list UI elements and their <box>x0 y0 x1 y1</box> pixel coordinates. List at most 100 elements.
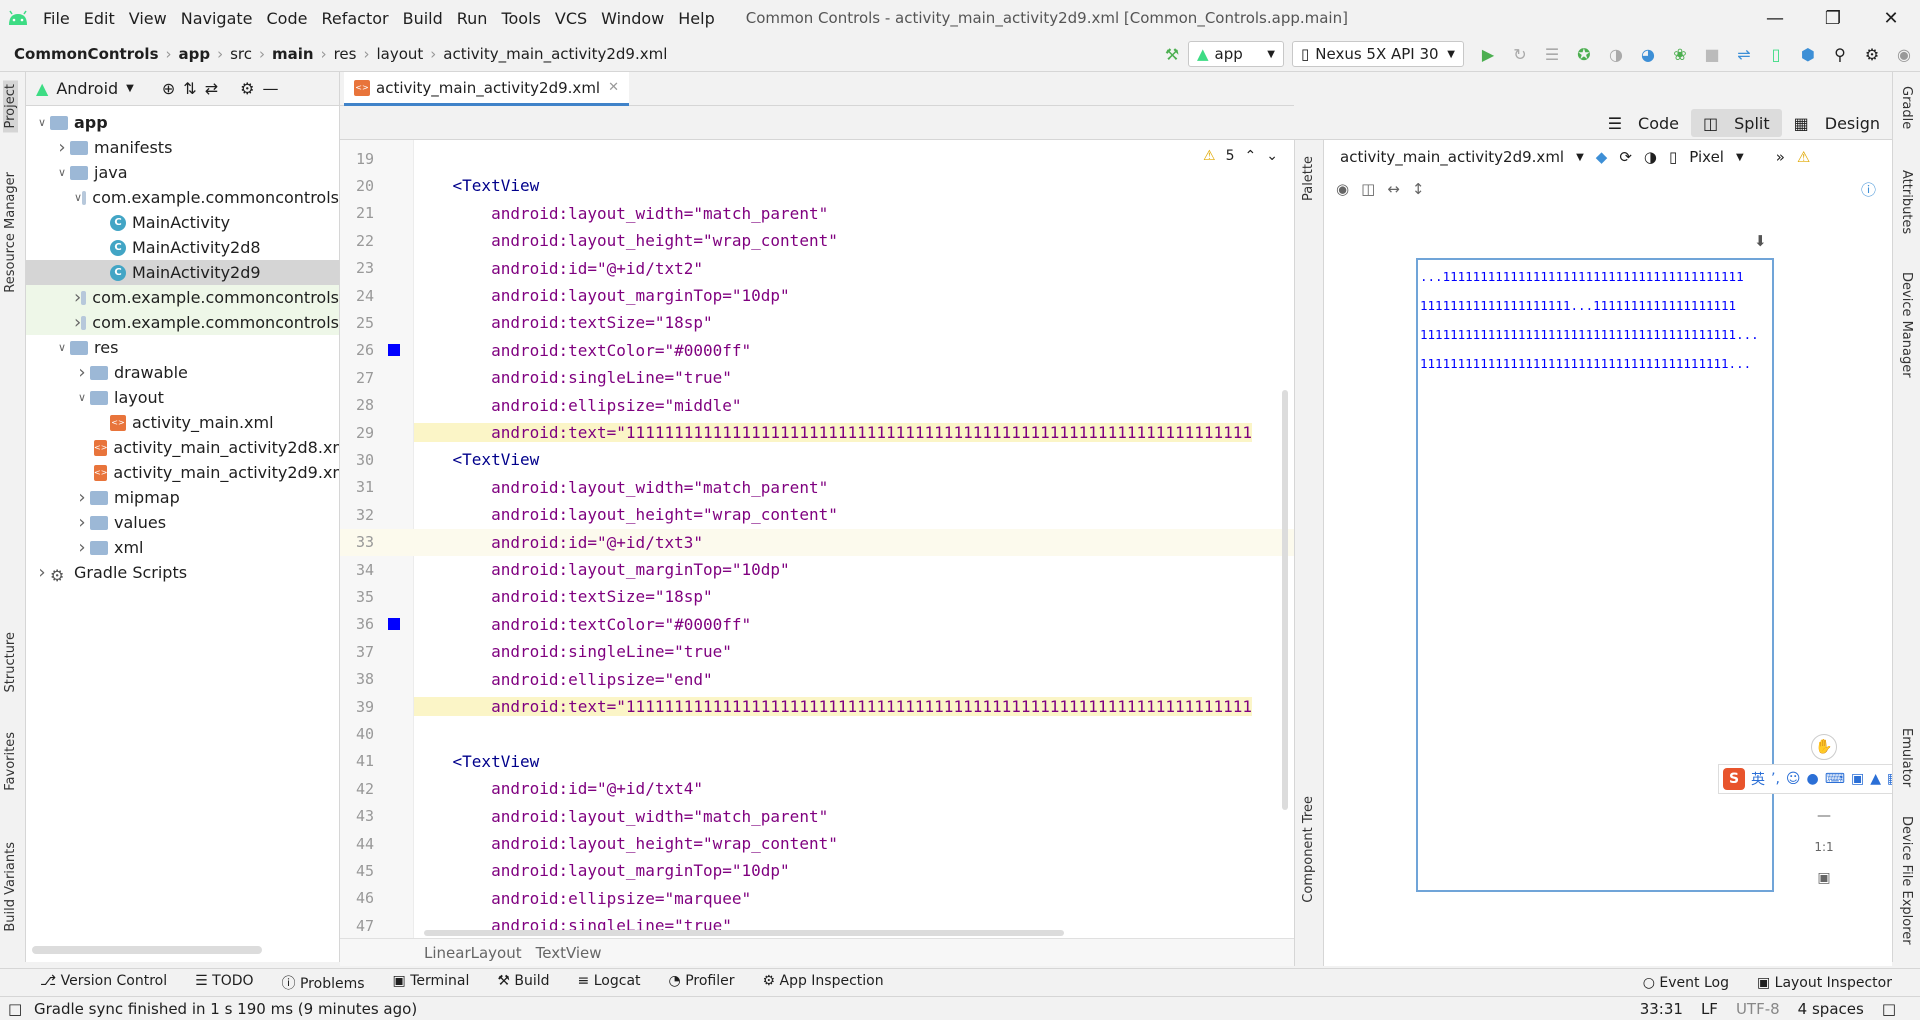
chevron-right-icon[interactable]: › <box>78 512 86 533</box>
chevron-right-icon[interactable]: › <box>78 487 86 508</box>
help-icon[interactable]: ⓘ <box>1860 180 1876 199</box>
tree-item[interactable]: ›xml <box>26 535 339 560</box>
stop-icon[interactable]: ■ <box>1704 44 1720 64</box>
run-config-select[interactable]: ▲ app ▼ <box>1188 41 1284 67</box>
code-line[interactable]: 28 android:ellipsize="middle" <box>340 392 1294 419</box>
pin-icon[interactable]: ⬇ <box>1754 232 1767 250</box>
bottom-tool-profiler[interactable]: ◔ Profiler <box>669 973 735 993</box>
sdk-manager-icon[interactable]: ⬢ <box>1801 44 1815 64</box>
menu-refactor[interactable]: Refactor <box>321 8 389 28</box>
tree-item[interactable]: ›com.example.commoncontrols <box>26 310 339 335</box>
layout-inspector-button[interactable]: ▣ Layout Inspector <box>1757 975 1892 991</box>
chevron-down-icon[interactable]: ▼ <box>126 83 134 94</box>
project-horizontal-scrollbar[interactable] <box>32 946 262 954</box>
chevron-down-icon[interactable]: ∨ <box>57 166 67 179</box>
chevron-down-icon[interactable]: ∨ <box>57 341 67 354</box>
chevron-right-icon[interactable]: › <box>78 362 86 383</box>
chevron-right-icon[interactable]: › <box>74 312 82 333</box>
locate-icon[interactable]: ⊕ <box>161 79 176 98</box>
collapse-all-icon[interactable]: ⇄ <box>204 79 219 98</box>
menu-view[interactable]: View <box>128 8 167 28</box>
breadcrumb-item[interactable]: src <box>230 44 253 63</box>
tree-item[interactable]: <>activity_main_activity2d8.xml <box>26 435 339 460</box>
caret-position[interactable]: 33:31 <box>1639 1000 1683 1018</box>
breadcrumb-item[interactable]: activity_main_activity2d9.xml <box>443 44 668 63</box>
code-line[interactable]: 42 android:id="@+id/txt4" <box>340 775 1294 802</box>
code-line[interactable]: 33 android:id="@+id/txt3" <box>340 528 1294 556</box>
code-line[interactable]: 21 android:layout_width="match_parent" <box>340 200 1294 227</box>
tree-item[interactable]: <>activity_main.xml <box>26 410 339 435</box>
skin-icon[interactable]: ▲ <box>1870 771 1881 787</box>
microphone-icon[interactable]: ● <box>1806 771 1819 787</box>
tree-item[interactable]: ∨java <box>26 160 339 185</box>
bottom-tool-terminal[interactable]: ▣ Terminal <box>393 973 470 993</box>
debug-icon[interactable]: ✪ <box>1577 44 1591 64</box>
code-line[interactable]: 20 <TextView <box>340 172 1294 199</box>
minimize-icon[interactable]: — <box>1766 7 1784 29</box>
tab-device-file-explorer[interactable]: Device File Explorer <box>1899 816 1914 945</box>
menu-build[interactable]: Build <box>402 8 443 28</box>
bottom-tool-logcat[interactable]: ≡ Logcat <box>578 973 641 993</box>
tree-item[interactable]: <>activity_main_activity2d9.xml <box>26 460 339 485</box>
code-line[interactable]: 32 android:layout_height="wrap_content" <box>340 501 1294 528</box>
breadcrumb-textview[interactable]: TextView <box>535 943 602 962</box>
code-line[interactable]: 31 android:layout_width="match_parent" <box>340 474 1294 501</box>
bottom-tool-version-control[interactable]: ⎇ Version Control <box>40 973 167 993</box>
code-line[interactable]: 37 android:singleLine="true" <box>340 638 1294 665</box>
code-line[interactable]: 43 android:layout_width="match_parent" <box>340 803 1294 830</box>
device-select[interactable]: ▯ Nexus 5X API 30 ▼ <box>1292 41 1464 67</box>
tab-build-variants[interactable]: Build Variants <box>3 842 18 932</box>
tab-structure[interactable]: Structure <box>3 632 18 693</box>
zoom-actual-size[interactable]: 1:1 <box>1814 840 1834 854</box>
code-line[interactable]: 22 android:layout_height="wrap_content" <box>340 227 1294 254</box>
code-line[interactable]: 41 <TextView <box>340 748 1294 775</box>
coverage-icon[interactable]: ◑ <box>1609 44 1623 64</box>
search-icon[interactable]: ⚲ <box>1834 44 1846 64</box>
editor-horizontal-scrollbar[interactable] <box>424 930 1064 936</box>
code-line[interactable]: 35 android:textSize="18sp" <box>340 583 1294 610</box>
tree-item[interactable]: ∨res <box>26 335 339 360</box>
device-screen-preview[interactable]: ...1111111111111111111111111111111111111… <box>1416 258 1774 892</box>
close-icon[interactable]: ✕ <box>608 80 619 95</box>
tab-component-tree[interactable]: Component Tree <box>1301 796 1316 903</box>
tree-item[interactable]: ∨app <box>26 110 339 135</box>
hammer-icon[interactable]: ⚒ <box>1164 44 1180 64</box>
chevron-down-icon[interactable]: ⌄ <box>1266 148 1278 164</box>
color-swatch-icon[interactable] <box>374 344 414 357</box>
orientation-icon[interactable]: ⟳ <box>1619 148 1632 166</box>
code-line[interactable]: 36 android:textColor="#0000ff" <box>340 611 1294 638</box>
tree-item[interactable]: ∨com.example.commoncontrols <box>26 185 339 210</box>
design-mode-button[interactable]: ▦Design <box>1782 109 1892 137</box>
vertical-resize-icon[interactable]: ↕ <box>1411 180 1425 198</box>
breadcrumb-item[interactable]: layout <box>376 44 424 63</box>
pan-hand-icon[interactable]: ✋ <box>1811 734 1837 760</box>
tree-item[interactable]: ∨layout <box>26 385 339 410</box>
toolbox-icon[interactable]: ▣ <box>1850 771 1865 787</box>
menu-window[interactable]: Window <box>601 8 665 28</box>
chevron-down-icon[interactable]: ∨ <box>37 116 47 129</box>
horizontal-resize-icon[interactable]: ↔ <box>1387 180 1400 198</box>
tab-palette[interactable]: Palette <box>1301 156 1316 202</box>
indent-setting[interactable]: 4 spaces <box>1797 1000 1864 1018</box>
bottom-tool-app-inspection[interactable]: ⚙ App Inspection <box>762 973 883 993</box>
zoom-fit-icon[interactable]: ▣ <box>1817 870 1831 886</box>
preview-device-select[interactable]: Pixel <box>1689 148 1724 166</box>
night-mode-icon[interactable]: ◑ <box>1643 148 1658 166</box>
hide-icon[interactable]: — <box>262 79 279 98</box>
expand-all-icon[interactable]: ⇅ <box>183 79 197 98</box>
tab-activity-main-activity2d9[interactable]: <> activity_main_activity2d9.xml ✕ <box>344 72 629 106</box>
tree-item[interactable]: ›values <box>26 510 339 535</box>
tree-item[interactable]: ›drawable <box>26 360 339 385</box>
preview-textview[interactable]: 1111111111111111111111111111111111111111… <box>1420 356 1752 371</box>
editor-vertical-scrollbar[interactable] <box>1282 390 1288 810</box>
bottom-tool-todo[interactable]: ☰ TODO <box>195 973 253 993</box>
code-line[interactable]: 45 android:layout_marginTop="10dp" <box>340 857 1294 884</box>
inspection-widget[interactable]: ⚠ 5 ⌃ ⌄ <box>1203 148 1278 164</box>
profile-icon[interactable]: ◕ <box>1641 44 1655 64</box>
status-toggle-icon[interactable]: □ <box>8 999 23 1018</box>
tab-gradle[interactable]: Gradle <box>1899 86 1914 130</box>
code-line[interactable]: 23 android:id="@+id/txt2" <box>340 255 1294 282</box>
